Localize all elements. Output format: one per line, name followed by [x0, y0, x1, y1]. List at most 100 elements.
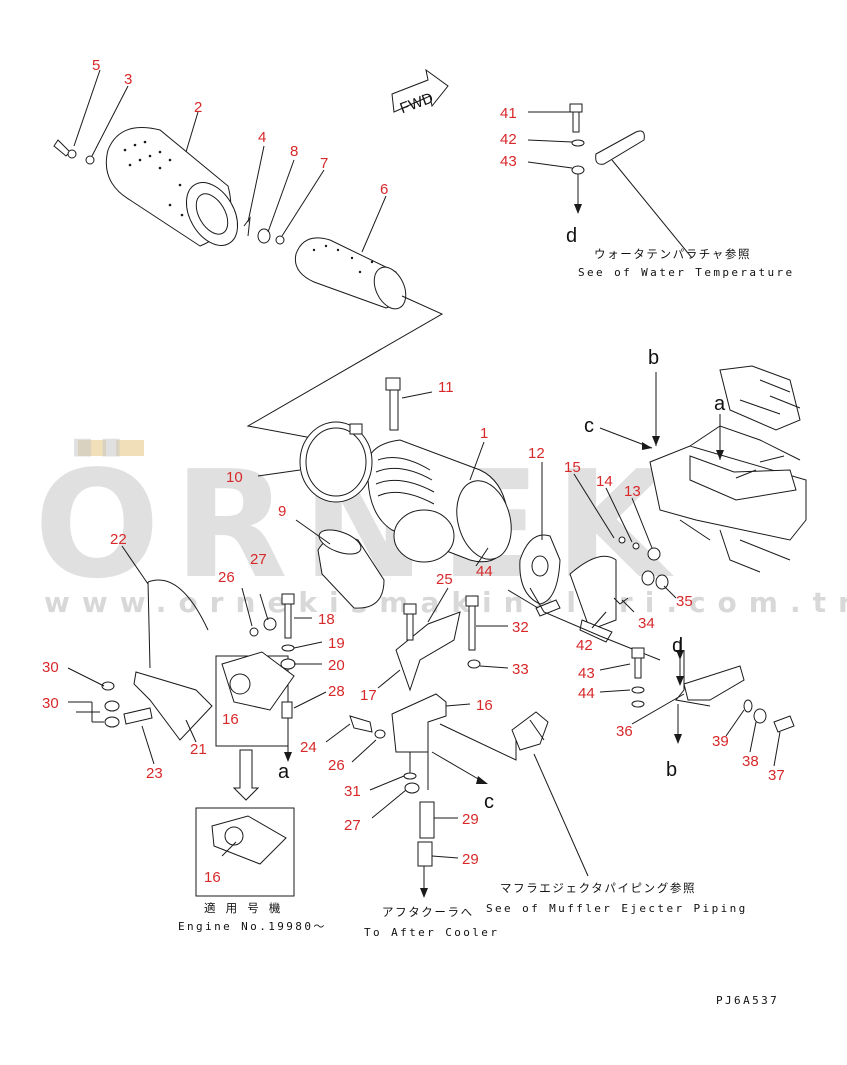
link-line — [529, 587, 661, 661]
part-number-26-top: 26 — [218, 569, 235, 586]
caption-water-temp-en: See of Water Temperature — [578, 266, 795, 279]
part-number-20: 19 — [328, 635, 345, 652]
pipe-clamp-top — [569, 103, 693, 259]
part-number-14: 14 — [596, 473, 613, 490]
caption-muffler-jp: マフラエジェクタパイピング参照 — [500, 881, 696, 895]
clip-35 — [613, 597, 629, 605]
nut-8 — [257, 228, 271, 244]
part-number-11: 11 — [438, 379, 454, 396]
fwd-marker: FWD — [391, 68, 449, 117]
ref-letter-b-bottom: b — [666, 759, 677, 781]
caption-muffler-en: See of Muffler Ejecter Piping — [486, 902, 748, 915]
part-number-26-center: 26 — [328, 757, 345, 774]
part-number-44: 44 — [476, 563, 493, 580]
part-number-32: 29 — [462, 811, 479, 828]
outer-element — [105, 127, 239, 247]
part-number-39: 38 — [742, 753, 759, 770]
part-number-24-center: 24 — [300, 739, 317, 756]
watermark-url: www.ornekismakinalari.com.tr — [44, 586, 847, 619]
part-number-6: 6 — [380, 181, 388, 198]
elbow-pipe — [569, 555, 617, 643]
ref-arrows — [599, 372, 724, 686]
part-number-21: 20 — [328, 657, 345, 674]
ref-letter-d-bottom: d — [672, 635, 683, 657]
caption-aftercooler-en: To After Cooler — [364, 926, 499, 939]
connector — [507, 589, 561, 617]
part-number-22: 21 — [190, 741, 207, 758]
part-number-12: 12 — [528, 445, 545, 462]
part-number-41-top: 41 — [500, 105, 517, 122]
part-number-5: 5 — [92, 57, 100, 74]
nut-13 — [647, 547, 661, 561]
bracket-right — [631, 640, 795, 744]
part-number-43-top: 43 — [500, 153, 517, 170]
part-number-27-center: 27 — [344, 817, 361, 834]
inset-box — [195, 749, 295, 897]
washer-3 — [85, 155, 95, 165]
ref-letter-c-bottom: c — [484, 791, 494, 813]
part-number-34: 33 — [512, 661, 529, 678]
ref-letter-a-top: a — [714, 393, 726, 415]
caption-engine-jp: 適 用 号 機 — [204, 901, 282, 915]
washer-7 — [275, 235, 285, 245]
part-number-15: 15 — [564, 459, 581, 476]
part-number-38: 37 — [768, 767, 785, 784]
caption-water-temp-jp: ウォータテンパラチャ参照 — [594, 247, 751, 261]
part-number-10: 10 — [226, 469, 243, 486]
part-number-3: 3 — [124, 71, 132, 88]
oring-36b — [655, 574, 669, 590]
part-number-18: 17 — [360, 687, 377, 704]
part-number-17: 16 — [476, 697, 493, 714]
part-number-2: 2 — [194, 99, 202, 116]
part-number-24-left: 23 — [146, 765, 163, 782]
caption-engine-en: Engine No.19980～ — [178, 920, 327, 933]
part-number-33: 32 — [512, 619, 529, 636]
part-number-28: 28 — [328, 683, 345, 700]
part-number-31: 29 — [462, 851, 479, 868]
part-number-23: 22 — [110, 531, 127, 548]
bracket-16 — [215, 593, 296, 762]
seal-4 — [243, 216, 251, 237]
bracket-center — [349, 595, 517, 898]
gasket — [519, 534, 561, 605]
captions: ウォータテンパラチャ参照 See of Water Temperature マフ… — [178, 247, 795, 1007]
part-number-16-inset: 16 — [204, 869, 221, 886]
part-number-40: 39 — [712, 733, 729, 750]
part-number-30-center: 31 — [344, 783, 361, 800]
part-number-29: 30 — [42, 695, 59, 712]
part-number-16-top: 16 — [222, 711, 239, 728]
washer-14 — [632, 542, 640, 550]
engine-block — [649, 365, 807, 573]
assembly-line — [246, 295, 444, 439]
ref-letter-b-top: b — [648, 347, 659, 369]
part-callouts: 5 3 2 4 8 7 6 41 42 43 11 1 10 9 12 15 1… — [42, 57, 785, 886]
oring-36a — [641, 570, 655, 586]
clamp-band — [299, 421, 373, 503]
part-number-13: 13 — [624, 483, 641, 500]
part-number-30-left: 30 — [42, 659, 59, 676]
part-number-4: 4 — [258, 129, 266, 146]
part-number-9: 9 — [278, 503, 286, 520]
inner-element — [294, 237, 407, 310]
part-number-1: 1 — [480, 425, 488, 442]
bracket-left — [101, 579, 213, 741]
part-number-27-top: 27 — [250, 551, 267, 568]
reference-letters: d b a c d b a c — [278, 225, 726, 813]
washer-15 — [618, 536, 626, 544]
watermark-accent-left — [78, 440, 106, 456]
ref-letter-a-bottom: a — [278, 761, 290, 783]
muffler-ejector — [511, 711, 589, 877]
part-number-36: 35 — [676, 593, 693, 610]
part-number-19: 18 — [318, 611, 335, 628]
part-number-8: 8 — [290, 143, 298, 160]
ref-letter-c-top: c — [584, 415, 594, 437]
bolt-11 — [385, 377, 401, 431]
part-number-42-top: 42 — [500, 131, 517, 148]
dust-cup — [317, 529, 385, 609]
caption-aftercooler-jp: アフタクーラへ — [382, 905, 474, 919]
drawing-code: PJ6A537 — [716, 994, 779, 1007]
part-number-25: 25 — [436, 571, 453, 588]
part-number-35: 34 — [638, 615, 655, 632]
leader-lines — [67, 69, 781, 859]
